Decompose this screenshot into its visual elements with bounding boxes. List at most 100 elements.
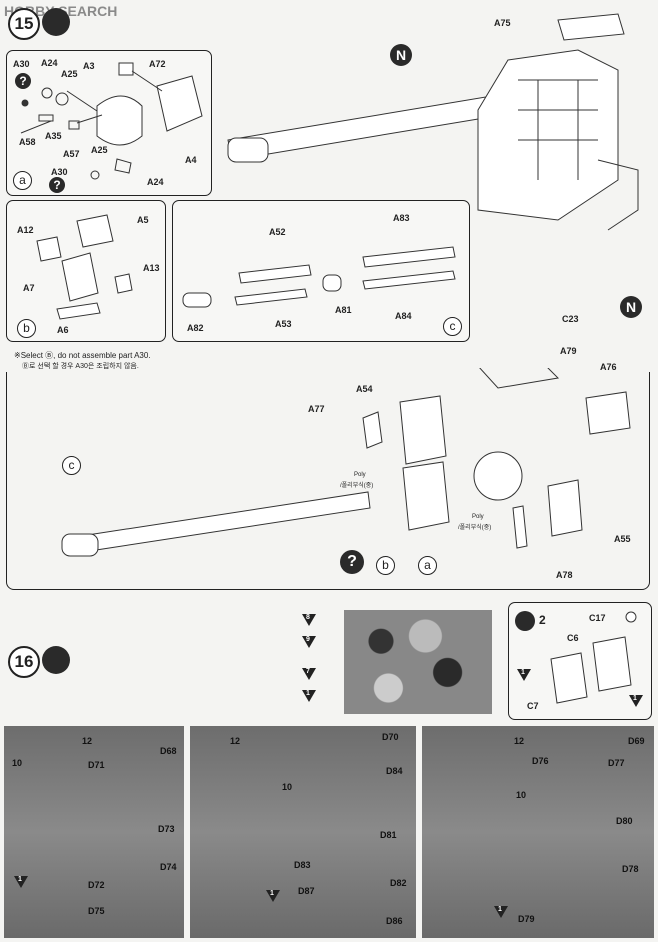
subassembly-b-panel: A12 A5 A7 A13 A6 b [6,200,166,342]
label-a24: A24 [41,58,58,68]
subassembly-b-drawing [36,214,133,320]
subassembly-a-tag: a [13,171,32,190]
callout-c-main: c [62,456,81,475]
label-c17: C17 [589,613,606,623]
photo1-label-d68: D68 [160,746,177,756]
photo1-label-d71: D71 [88,760,105,770]
photo2-label-d70: D70 [382,732,399,742]
poly-label-1: Poly [354,472,366,478]
subassembly-c-panel: A83 A52 A82 A53 A81 A84 c [172,200,470,342]
label-a57: A57 [63,149,80,159]
photo3-label-10: 10 [516,790,527,800]
question-icon: ? [15,73,31,89]
label-c23: C23 [562,314,579,324]
label-a35: A35 [45,131,62,141]
photo3-label-d77: D77 [608,758,625,768]
photo1-label-d73: D73 [158,824,175,834]
photo3-label-d79: D79 [518,914,535,924]
c-mark-1a: 1 [517,669,531,681]
callout-n-main: N [620,296,642,318]
main-assembly-drawing [61,368,631,557]
paint-icon [42,646,70,674]
figure-photo-1: 10 12 D71 D68 D73 D74 D72 D75 1 [4,726,184,938]
c-parts-drawing [550,611,637,704]
label-a72: A72 [149,59,166,69]
label-a25: A25 [61,69,78,79]
step-16-number: 16 [8,646,40,678]
photo1-label-d75: D75 [88,906,105,916]
select-note-en: ※Select Ⓑ, do not assemble part A30. [14,351,151,360]
label-a30: A30 [13,59,30,69]
photo2-label-12: 12 [230,736,241,746]
photo2-label-d83: D83 [294,860,311,870]
label-a58: A58 [19,137,36,147]
poly-label-2: Poly [472,514,484,520]
poly-label-1-ko: /폴리부식(중) [340,483,374,489]
photo1-label-10: 10 [12,758,23,768]
photo2-label-d84: D84 [386,766,403,776]
label-a77: A77 [308,404,325,414]
photo3-label-d80: D80 [616,816,633,826]
photo1-label-d72: D72 [88,880,105,890]
c-qty: 2 [539,613,546,627]
camo-mark-7: 7 [302,668,316,680]
photo1-label-d74: D74 [160,862,177,872]
label-a25-b: A25 [91,145,108,155]
callout-n-top: N [390,44,412,66]
figure-photo-2: 12 D70 D84 10 D81 D83 D87 D82 D86 1 [190,726,416,938]
photo1-mark-1: 1 [14,876,28,888]
photo3-label-12: 12 [514,736,525,746]
figure-photo-3: 12 D76 D69 D77 10 D80 D78 D79 1 [422,726,654,938]
label-a24-b: A24 [147,177,164,187]
option-b-tag: b [376,556,395,575]
turret-drawing-top [227,13,639,231]
label-a75: A75 [494,18,511,28]
label-a6: A6 [57,325,69,335]
label-a7: A7 [23,283,35,293]
label-a30-b: A30 [51,167,68,177]
subassembly-c-tag: c [443,317,462,336]
camo-swatch [344,610,492,714]
label-c7: C7 [527,701,539,711]
photo1-label-12: 12 [82,736,93,746]
label-a4: A4 [185,155,197,165]
label-a54: A54 [356,384,373,394]
subassembly-b-tag: b [17,319,36,338]
photo3-mark-1: 1 [494,906,508,918]
subassembly-a-drawing [20,62,203,180]
photo3-label-d76: D76 [532,756,549,766]
label-a53: A53 [275,319,292,329]
subassembly-a-panel: A30 A24 A25 A3 A72 ? A58 A35 A57 A25 A4 … [6,50,212,196]
subassembly-c-drawing [182,246,456,308]
question-icon-main: ? [340,550,364,574]
label-a76: A76 [600,362,617,372]
label-a78: A78 [556,570,573,580]
photo3-label-d69: D69 [628,736,645,746]
label-a84: A84 [395,311,412,321]
label-a82: A82 [187,323,204,333]
photo2-label-d81: D81 [380,830,397,840]
photo2-label-d87: D87 [298,886,315,896]
step-15-number: 15 [8,8,40,40]
sprue-c-icon [515,611,535,631]
label-c6: C6 [567,633,579,643]
photo2-label-10: 10 [282,782,293,792]
poly-label-2-ko: /폴리부식(중) [458,525,492,531]
label-a5: A5 [137,215,149,225]
label-a13: A13 [143,263,160,273]
photo2-label-d86: D86 [386,916,403,926]
label-a12: A12 [17,225,34,235]
photo2-mark-1: 1 [266,890,280,902]
label-a83: A83 [393,213,410,223]
question-icon-2: ? [49,177,65,193]
c-parts-panel: 2 C17 C6 C7 1 1 [508,602,652,720]
photo3-label-d78: D78 [622,864,639,874]
label-a81: A81 [335,305,352,315]
glue-icon [42,8,70,36]
camo-mark-8: 8 [302,614,316,626]
photo2-label-d82: D82 [390,878,407,888]
camo-mark-9: 9 [302,636,316,648]
label-a55: A55 [614,534,631,544]
label-a3: A3 [83,61,95,71]
c-mark-1b: 1 [629,695,643,707]
